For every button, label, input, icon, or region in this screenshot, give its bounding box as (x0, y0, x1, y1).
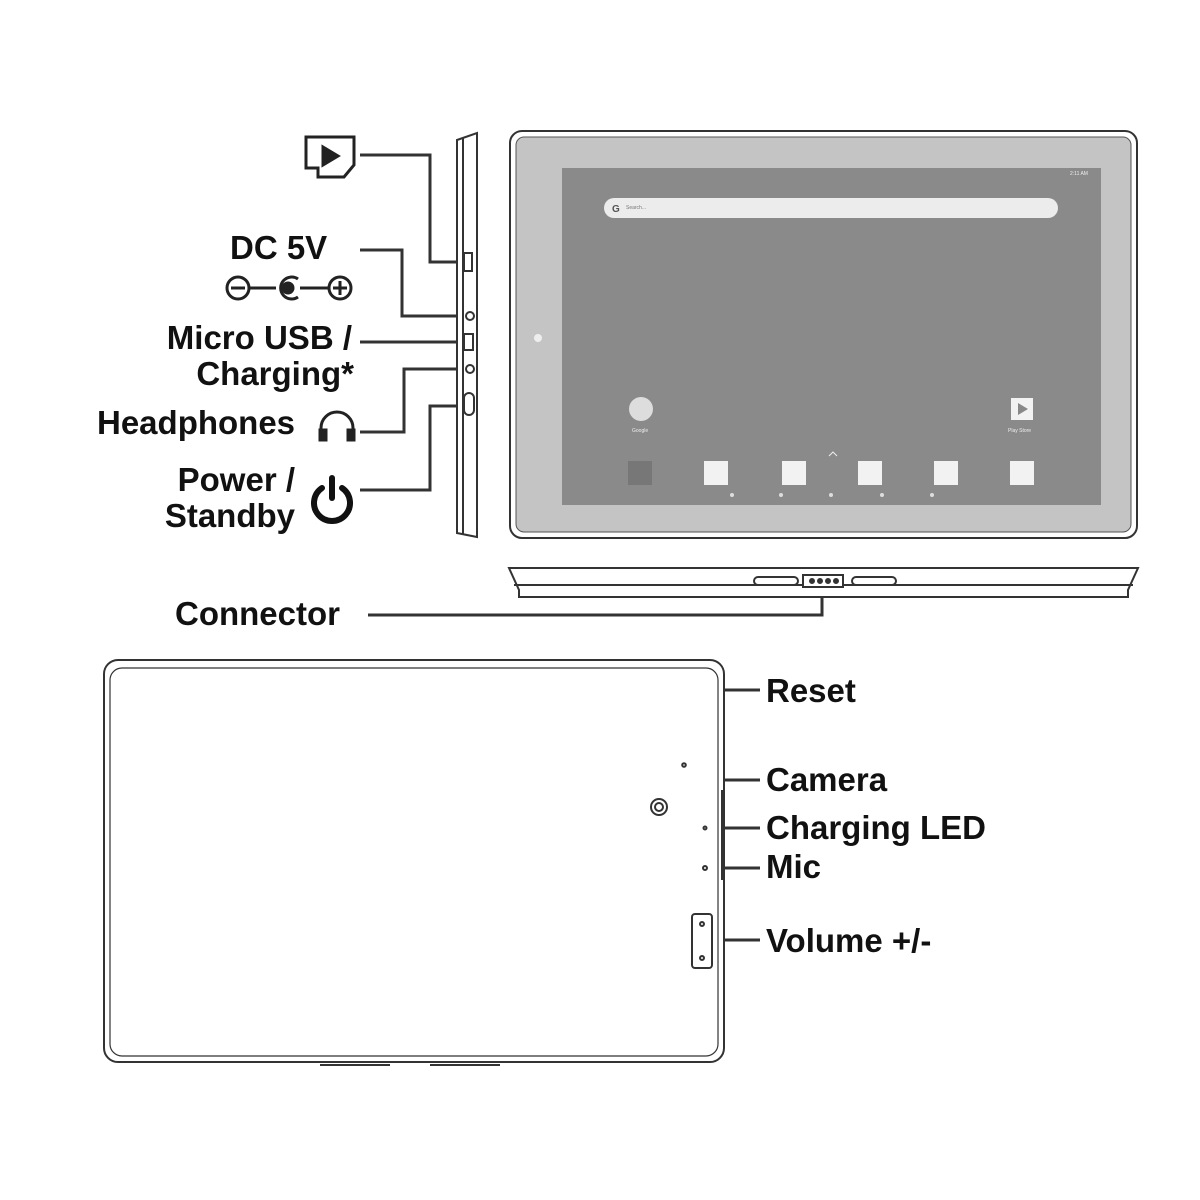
label-headphones: Headphones (97, 404, 296, 441)
label-usb-2: Charging* (196, 355, 354, 392)
headphones-icon (318, 410, 356, 442)
label-camera: Camera (766, 761, 888, 798)
tablet-front-view: G (509, 130, 1138, 539)
tablet-back-view (103, 659, 725, 1066)
reset-hole (681, 762, 687, 768)
tablet-bottom-edge (507, 567, 1140, 598)
label-dc: DC 5V (230, 229, 328, 266)
label-connector: Connector (175, 595, 340, 632)
leader-sd (360, 153, 462, 264)
app-play-store[interactable]: Play Store (1008, 428, 1032, 434)
label-power-1: Power / (177, 461, 295, 498)
tablet-side-view (456, 131, 478, 539)
volume-rocker (691, 913, 713, 969)
label-charging-led: Charging LED (766, 809, 986, 846)
power-icon (311, 475, 353, 524)
leader-power (360, 404, 462, 492)
status-time: 2:11 AM (1070, 171, 1088, 177)
mic-hole (702, 865, 708, 871)
dc-polarity-icon (225, 275, 353, 301)
svg-text:G: G (612, 204, 620, 215)
leader-dc (360, 248, 467, 318)
label-usb-1: Micro USB / (166, 319, 352, 356)
leader-connector (368, 590, 824, 617)
label-mic: Mic (766, 848, 822, 885)
label-power-2: Standby (164, 497, 295, 534)
microsd-icon (304, 135, 356, 179)
app-google[interactable]: Google (632, 428, 649, 434)
leader-headphones (360, 367, 467, 434)
label-volume: Volume +/- (766, 922, 932, 959)
search-bar[interactable]: Search... (626, 205, 647, 211)
label-reset: Reset (766, 672, 856, 709)
charging-led (702, 825, 708, 831)
